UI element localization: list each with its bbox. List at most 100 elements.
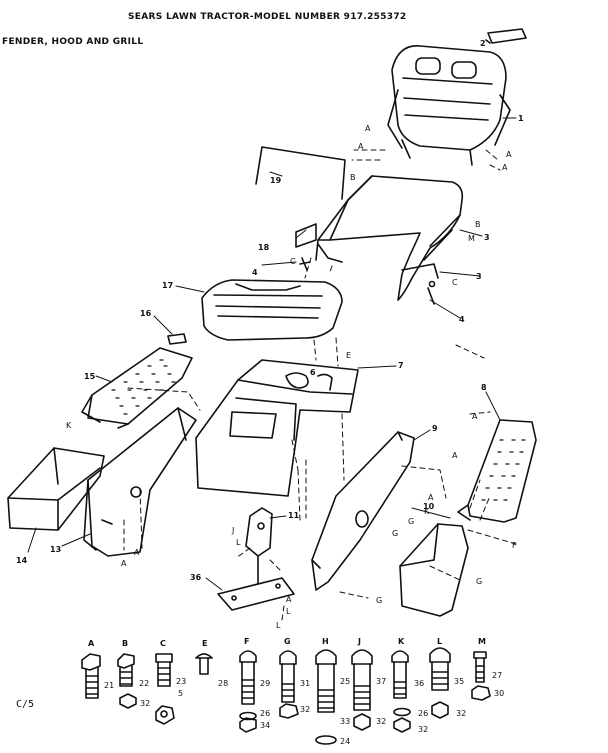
bolt-m xyxy=(471,651,491,701)
hw-col-g: G xyxy=(284,637,291,646)
grill-part xyxy=(201,279,343,341)
hw-col-f: F xyxy=(244,637,249,646)
callout-36: 36 xyxy=(190,573,202,582)
callout-11: 11 xyxy=(288,511,300,520)
ref-k: K xyxy=(66,421,72,430)
callout-8: 8 xyxy=(481,383,487,392)
alignment-lines xyxy=(123,149,517,621)
ref-a: A xyxy=(428,493,434,502)
ref-j: J xyxy=(231,526,234,535)
hw-num-24: 24 xyxy=(340,737,350,746)
hw-num-26: 26 xyxy=(418,709,428,718)
hw-num-30: 30 xyxy=(494,689,504,698)
bolt-k xyxy=(391,650,411,733)
hw-num-22: 22 xyxy=(139,679,149,688)
hardware-row xyxy=(81,647,491,745)
hw-num-32: 32 xyxy=(456,709,466,718)
hw-num-23: 23 xyxy=(176,677,186,686)
ref-a: A xyxy=(506,150,512,159)
callout-4a: 4 xyxy=(252,268,258,277)
hw-col-l: L xyxy=(437,637,442,646)
ref-a: A xyxy=(472,412,478,421)
ref-c: C xyxy=(290,257,296,266)
ref-l: L xyxy=(236,538,241,547)
hw-col-c: C xyxy=(160,639,166,648)
ref-a: A xyxy=(134,548,140,557)
hw-num-35: 35 xyxy=(454,677,464,686)
diagram-title: SEARS LAWN TRACTOR-MODEL NUMBER 917.2553… xyxy=(128,12,407,22)
hw-num-32: 32 xyxy=(300,705,310,714)
left-footrest-part xyxy=(81,333,193,429)
callout-15: 15 xyxy=(84,372,96,381)
mount-plate-part xyxy=(217,577,295,611)
hw-num-34: 34 xyxy=(260,721,270,730)
screw-e xyxy=(195,653,213,675)
hw-num-32: 32 xyxy=(418,725,428,734)
hw-col-b: B xyxy=(122,639,128,648)
hw-num-33: 33 xyxy=(340,717,350,726)
rear-fender-part xyxy=(387,45,511,166)
hw-col-j: J xyxy=(357,637,361,646)
ref-m: M xyxy=(468,234,475,243)
bolt-a xyxy=(81,653,101,699)
ref-a: A xyxy=(358,142,364,151)
callout-9: 9 xyxy=(432,424,438,433)
ref-b: B xyxy=(350,173,356,182)
ref-g: G xyxy=(376,596,382,605)
grill-wire-part xyxy=(255,146,346,200)
ref-a: A xyxy=(121,559,127,568)
hw-col-m: M xyxy=(478,637,486,646)
right-frame-part xyxy=(311,431,415,591)
callout-2: 2 xyxy=(480,39,486,48)
callout-4b: 4 xyxy=(459,315,465,324)
mount-bracket-part xyxy=(245,507,273,585)
callout-14: 14 xyxy=(16,556,28,565)
ref-a: A xyxy=(502,163,508,172)
hw-num-29: 29 xyxy=(260,679,270,688)
ref-l: L xyxy=(276,621,281,630)
callout-13: 13 xyxy=(50,545,61,554)
bolt-c xyxy=(155,653,175,725)
hw-col-a: A xyxy=(88,639,95,648)
ref-g: G xyxy=(392,529,398,538)
hw-num-36: 36 xyxy=(414,679,424,688)
ref-a: A xyxy=(286,595,292,604)
ref-g: G xyxy=(476,577,482,586)
leader-lines xyxy=(27,117,517,591)
ref-k: K xyxy=(424,507,430,516)
emblem-part xyxy=(295,223,317,248)
hw-num-32: 32 xyxy=(376,717,386,726)
callout-3a: 3 xyxy=(484,233,490,242)
hw-num-21: 21 xyxy=(104,681,114,690)
battery-cover-part xyxy=(7,447,105,531)
callout-16: 16 xyxy=(140,309,152,318)
hw-num-32: 32 xyxy=(140,699,150,708)
hw-num-31: 31 xyxy=(300,679,310,688)
callout-19: 19 xyxy=(270,176,282,185)
hood-part xyxy=(315,175,464,301)
label-plate-part xyxy=(485,28,527,44)
callout-17: 17 xyxy=(162,281,173,290)
callout-7: 7 xyxy=(398,361,404,370)
callout-6: 6 xyxy=(310,368,316,377)
right-footrest-part xyxy=(457,419,537,523)
page-reference: C/5 xyxy=(16,699,35,710)
ref-a: A xyxy=(452,451,458,460)
ref-l: L xyxy=(286,607,291,616)
ref-f: F xyxy=(512,541,517,550)
left-frame-part xyxy=(83,407,197,557)
bolt-b xyxy=(117,653,137,709)
hood-fasteners xyxy=(299,257,436,305)
ref-a: A xyxy=(365,124,371,133)
hw-num-25: 25 xyxy=(340,677,350,686)
callout-1: 1 xyxy=(518,114,524,123)
ref-e: E xyxy=(346,351,351,360)
hw-num-27: 27 xyxy=(492,671,502,680)
bolt-g xyxy=(279,650,299,719)
right-cover-part xyxy=(399,523,469,617)
hw-col-h: H xyxy=(322,637,329,646)
callout-18: 18 xyxy=(258,243,270,252)
hw-col-k: K xyxy=(398,637,405,646)
callout-10: 10 xyxy=(423,502,435,511)
